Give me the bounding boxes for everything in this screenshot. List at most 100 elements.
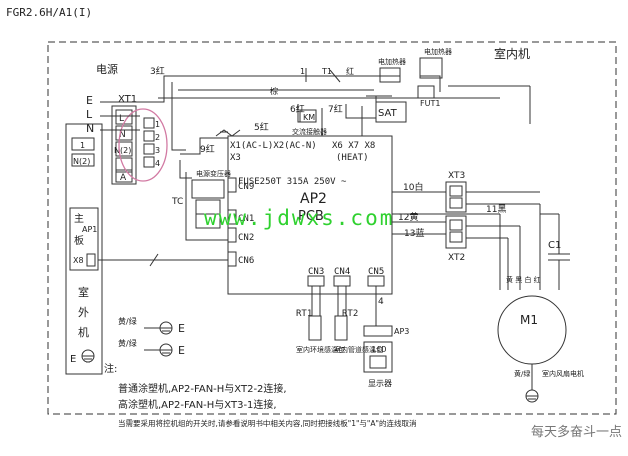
highlight-oval bbox=[118, 108, 168, 182]
xt1-side-4: 4 bbox=[155, 159, 160, 168]
cn1-label: CN1 bbox=[238, 214, 254, 224]
motor-ground-wire: 黄/绿 bbox=[514, 369, 530, 378]
motor-ground-icon bbox=[525, 364, 539, 403]
capacitor bbox=[540, 213, 570, 290]
xt1-side-terminals bbox=[143, 117, 155, 168]
notes-line-1: 普通涂塑机,AP2-FAN-H与XT2-2连接, bbox=[118, 382, 287, 395]
ap1-board bbox=[69, 207, 99, 271]
lcd-label: LCD bbox=[372, 345, 387, 354]
outdoor-ground-icon bbox=[81, 349, 95, 363]
xt2-label: XT2 bbox=[448, 253, 465, 263]
xt1-L: L bbox=[119, 114, 124, 124]
x8-connector bbox=[86, 253, 96, 267]
outdoor-label-4: 外 bbox=[78, 306, 89, 319]
cn4-label: CN4 bbox=[334, 267, 350, 277]
transformer bbox=[179, 160, 228, 241]
pcb-label: PCB bbox=[298, 209, 324, 224]
outdoor-xt bbox=[71, 137, 95, 167]
cn3-label: CN3 bbox=[308, 267, 324, 277]
power-label: 电源 bbox=[96, 62, 118, 76]
wire-10: 10白 bbox=[403, 181, 423, 193]
outdoor-label-5: 机 bbox=[78, 325, 89, 339]
fut1-label: FUT1 bbox=[420, 99, 440, 108]
outdoor-label-3: 室 bbox=[78, 285, 89, 299]
xt1-side-3: 3 bbox=[155, 146, 160, 155]
pcb-heat: (HEAT) bbox=[336, 153, 369, 163]
terminal-L: L bbox=[86, 108, 93, 121]
wire-red: 红 bbox=[346, 66, 354, 76]
rt1-label: RT1 bbox=[296, 309, 312, 319]
cn5-label: CN5 bbox=[368, 267, 384, 277]
outdoor-ground-E: E bbox=[70, 354, 76, 365]
rt1-desc: 室内环境感温包 bbox=[296, 345, 345, 354]
outdoor-unit-box bbox=[65, 123, 103, 375]
xt3-label: XT3 bbox=[448, 171, 465, 181]
pcb-fuse: FUSE250T 315A 250V ~ bbox=[238, 177, 347, 187]
notes-line-3: 当需要采用将控机组的开关时,请参看说明书中相关内容,同时把接线板"1"与"A"的… bbox=[118, 418, 417, 428]
xt1-side-2: 2 bbox=[155, 133, 160, 142]
wire-11: 11黑 bbox=[486, 204, 506, 215]
ground-wire-1: 黄/绿 bbox=[118, 316, 137, 326]
capacitor-label: C1 bbox=[548, 240, 561, 251]
xt1-N: N bbox=[119, 130, 126, 140]
top-wiring bbox=[100, 57, 531, 155]
outdoor-label-2: 板 bbox=[74, 234, 84, 247]
x8-label: X8 bbox=[73, 256, 84, 265]
tc-label: TC bbox=[171, 197, 183, 207]
wire-t1: T1 bbox=[321, 67, 332, 76]
wire-1: 1 bbox=[300, 67, 305, 76]
wire-7-red: 7红 bbox=[328, 103, 343, 115]
heater-protector-2: 电加热器 bbox=[424, 47, 452, 56]
ap3-label: AP3 bbox=[394, 327, 409, 336]
ground-wire-2: 黄/绿 bbox=[118, 338, 137, 348]
cn6-wire bbox=[98, 253, 228, 267]
watermark: www.jdwxs.com bbox=[204, 206, 395, 230]
pcb-x3: X3 bbox=[230, 153, 241, 163]
wire-5-red: 5红 bbox=[254, 121, 269, 133]
xt3-block bbox=[392, 181, 541, 290]
display-caption: 显示器 bbox=[368, 379, 392, 388]
km-label: KM bbox=[303, 113, 315, 122]
rt2-desc: 室内管道感温包 bbox=[334, 345, 383, 354]
wire-13: 13蓝 bbox=[404, 227, 424, 239]
xt1-side-1: 1 bbox=[155, 120, 160, 129]
display-wire-count: 4 bbox=[378, 297, 384, 307]
wire-12: 12黄 bbox=[398, 211, 418, 223]
notes-title: 注: bbox=[104, 362, 117, 375]
model-label: FGR2.6H/A1(I) bbox=[6, 6, 92, 19]
motor-label: M1 bbox=[520, 313, 538, 327]
outdoor-xt-n2: N(2) bbox=[73, 157, 90, 166]
sat-label: SAT bbox=[378, 108, 398, 119]
terminal-E: E bbox=[86, 94, 93, 107]
motor-caption: 室内风扇电机 bbox=[542, 369, 584, 378]
xt1-N2: N(2) bbox=[114, 146, 131, 155]
ap1-label: AP1 bbox=[82, 225, 97, 234]
xt1-label: XT1 bbox=[118, 94, 137, 105]
indoor-title: 室内机 bbox=[494, 46, 530, 61]
ground-E-1: E bbox=[178, 322, 185, 335]
notes-line-2: 高涂塑机,AP2-FAN-H与XT3-1连接, bbox=[118, 398, 277, 411]
motor-wire-colors: 黄 黑 白 红 bbox=[506, 275, 541, 284]
pcb-bottom-connectors bbox=[307, 275, 385, 341]
transformer-label: 电源变压器 bbox=[196, 169, 231, 178]
cn9-label: CN9 bbox=[238, 182, 254, 192]
pcb-x1x2: X1(AC-L)X2(AC-N) bbox=[230, 141, 317, 151]
wire-3-red: 3红 bbox=[150, 65, 165, 77]
cn6-label: CN6 bbox=[238, 256, 254, 266]
contactor-label: 交流接触器 bbox=[292, 127, 327, 136]
cn2-label: CN2 bbox=[238, 233, 254, 243]
outdoor-xt-1: 1 bbox=[80, 141, 85, 150]
motor-circle bbox=[497, 295, 567, 365]
display-module bbox=[363, 325, 393, 373]
heater-protector-1: 电加热器 bbox=[378, 57, 406, 66]
ground-symbols bbox=[144, 321, 173, 357]
ground-E-2: E bbox=[178, 344, 185, 357]
ap2-label: AP2 bbox=[300, 191, 327, 207]
pcb-left-connectors bbox=[227, 177, 237, 267]
wire-brown: 棕 bbox=[270, 86, 278, 96]
outdoor-label-1: 主 bbox=[74, 213, 84, 225]
terminal-N: N bbox=[86, 122, 94, 135]
wire-6-red: 6红 bbox=[290, 103, 305, 115]
pcb-x678: X6 X7 X8 bbox=[332, 141, 375, 151]
